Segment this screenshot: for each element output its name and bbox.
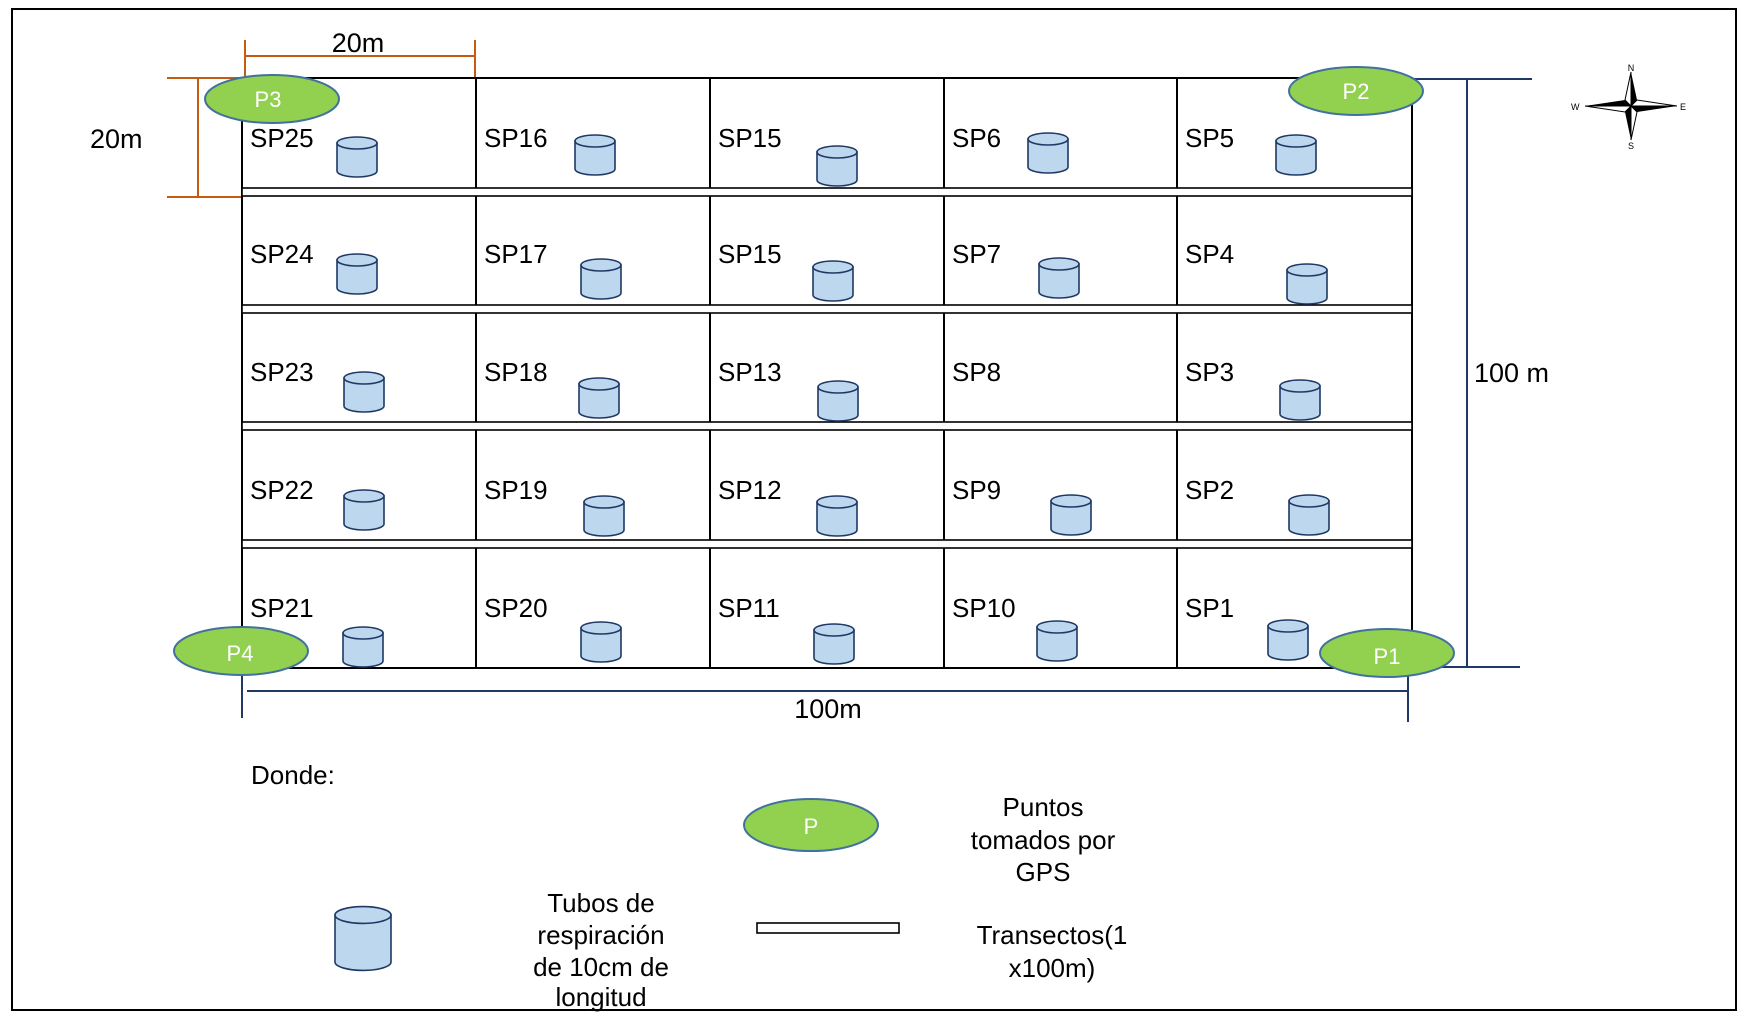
subplot-label: SP8	[952, 357, 1001, 387]
legend-gps-text: GPS	[1016, 857, 1071, 887]
plot-height-label: 100 m	[1474, 358, 1549, 388]
subplot-label: SP20	[484, 593, 548, 623]
tube-icon	[816, 145, 858, 187]
legend-tube-icon	[334, 905, 392, 972]
tube-icon	[1038, 257, 1080, 299]
subplot-label: SP9	[952, 475, 1001, 505]
legend-gps-text: tomados por	[971, 825, 1116, 855]
tube-icon	[1288, 494, 1330, 536]
transect-strip	[241, 421, 1413, 431]
outer-frame	[11, 8, 1737, 1011]
legend-transect-text: x100m)	[1009, 953, 1096, 983]
svg-text:E: E	[1680, 102, 1686, 112]
svg-text:P2: P2	[1343, 79, 1370, 104]
legend-tube-text: Tubos de	[547, 888, 654, 918]
gps-point-p1: P1	[1319, 628, 1455, 678]
tube-icon	[574, 134, 616, 176]
cell-height-label: 20m	[90, 124, 143, 154]
tube-icon	[336, 136, 378, 178]
legend-gps-text: Puntos	[1003, 792, 1084, 822]
tube-icon	[1275, 134, 1317, 176]
tube-icon	[336, 253, 378, 295]
tube-icon	[813, 623, 855, 665]
svg-text:W: W	[1571, 102, 1580, 112]
subplot-labels: SP25 SP16 SP15 SP6 SP5 SP24 SP17 SP15 SP…	[250, 123, 1234, 623]
tube-icon	[583, 495, 625, 537]
svg-text:P4: P4	[227, 641, 254, 666]
tube-icon	[1267, 619, 1309, 661]
compass-rose-icon: N S E W	[1571, 63, 1686, 151]
tube-icon	[1036, 620, 1078, 662]
tube-icon	[334, 905, 392, 972]
subplot-label: SP5	[1185, 123, 1234, 153]
legend-tube-text: respiración	[537, 920, 664, 950]
subplot-label: SP3	[1185, 357, 1234, 387]
subplot-label: SP11	[718, 593, 780, 623]
plot-width-label: 100m	[794, 694, 862, 724]
tube-icon	[812, 260, 854, 302]
plot-grid	[241, 77, 1413, 669]
legend-gps-symbol-label: P	[804, 814, 819, 839]
subplot-label: SP15	[718, 123, 782, 153]
respiration-tubes	[336, 132, 1330, 668]
cell-height-dimension: 20m	[90, 77, 242, 198]
subplot-label: SP19	[484, 475, 548, 505]
subplot-label: SP1	[1185, 593, 1234, 623]
tube-icon	[578, 377, 620, 419]
svg-text:P1: P1	[1374, 644, 1401, 669]
plot-width-dimension: 100m	[241, 668, 1409, 724]
subplot-label: SP18	[484, 357, 548, 387]
subplot-label: SP22	[250, 475, 314, 505]
tube-icon	[342, 626, 384, 668]
tube-icon	[816, 495, 858, 537]
subplot-label: SP13	[718, 357, 782, 387]
gps-point-p3: P3	[204, 74, 340, 124]
tube-icon	[580, 621, 622, 663]
tube-icon	[817, 380, 859, 422]
legend-transect-text: Transectos(1	[977, 920, 1128, 950]
transect-strip	[241, 304, 1413, 314]
subplot-label: SP7	[952, 239, 1001, 269]
subplot-label: SP23	[250, 357, 314, 387]
gps-point-p4: P4	[173, 626, 309, 676]
plot-height-dimension: 100 m	[1412, 78, 1549, 668]
cell-width-label: 20m	[332, 28, 385, 58]
tube-icon	[580, 258, 622, 300]
subplot-label: SP21	[250, 593, 314, 623]
legend-heading: Donde:	[251, 760, 335, 790]
subplot-label: SP4	[1185, 239, 1234, 269]
subplot-label: SP6	[952, 123, 1001, 153]
tube-icon	[1279, 379, 1321, 421]
subplot-label: SP25	[250, 123, 314, 153]
legend-gps-symbol	[743, 798, 879, 852]
svg-text:N: N	[1628, 63, 1635, 73]
tube-icon	[343, 371, 385, 413]
subplot-label: SP16	[484, 123, 548, 153]
tube-icon	[1050, 494, 1092, 536]
subplot-label: SP17	[484, 239, 548, 269]
tube-icon	[343, 489, 385, 531]
transect-strip	[241, 187, 1413, 197]
legend-transect-symbol	[756, 922, 900, 934]
subplot-label: SP10	[952, 593, 1016, 623]
legend-tube-text: de 10cm de	[533, 952, 669, 982]
subplot-label: SP2	[1185, 475, 1234, 505]
subplot-label: SP24	[250, 239, 314, 269]
tube-icon	[1286, 263, 1328, 305]
subplot-label: SP12	[718, 475, 782, 505]
cell-width-dimension: 20m	[244, 28, 476, 78]
transect-strip	[241, 539, 1413, 549]
tube-icon	[1027, 132, 1069, 174]
svg-text:P3: P3	[255, 87, 282, 112]
legend-tube-text: longitud	[555, 982, 646, 1012]
transects	[241, 187, 1413, 549]
gps-point-p2: P2	[1288, 66, 1424, 116]
subplot-label: SP15	[718, 239, 782, 269]
legend: Donde: P Puntos tomados por GPS Tubos de…	[251, 760, 1127, 1012]
svg-text:S: S	[1628, 141, 1634, 151]
